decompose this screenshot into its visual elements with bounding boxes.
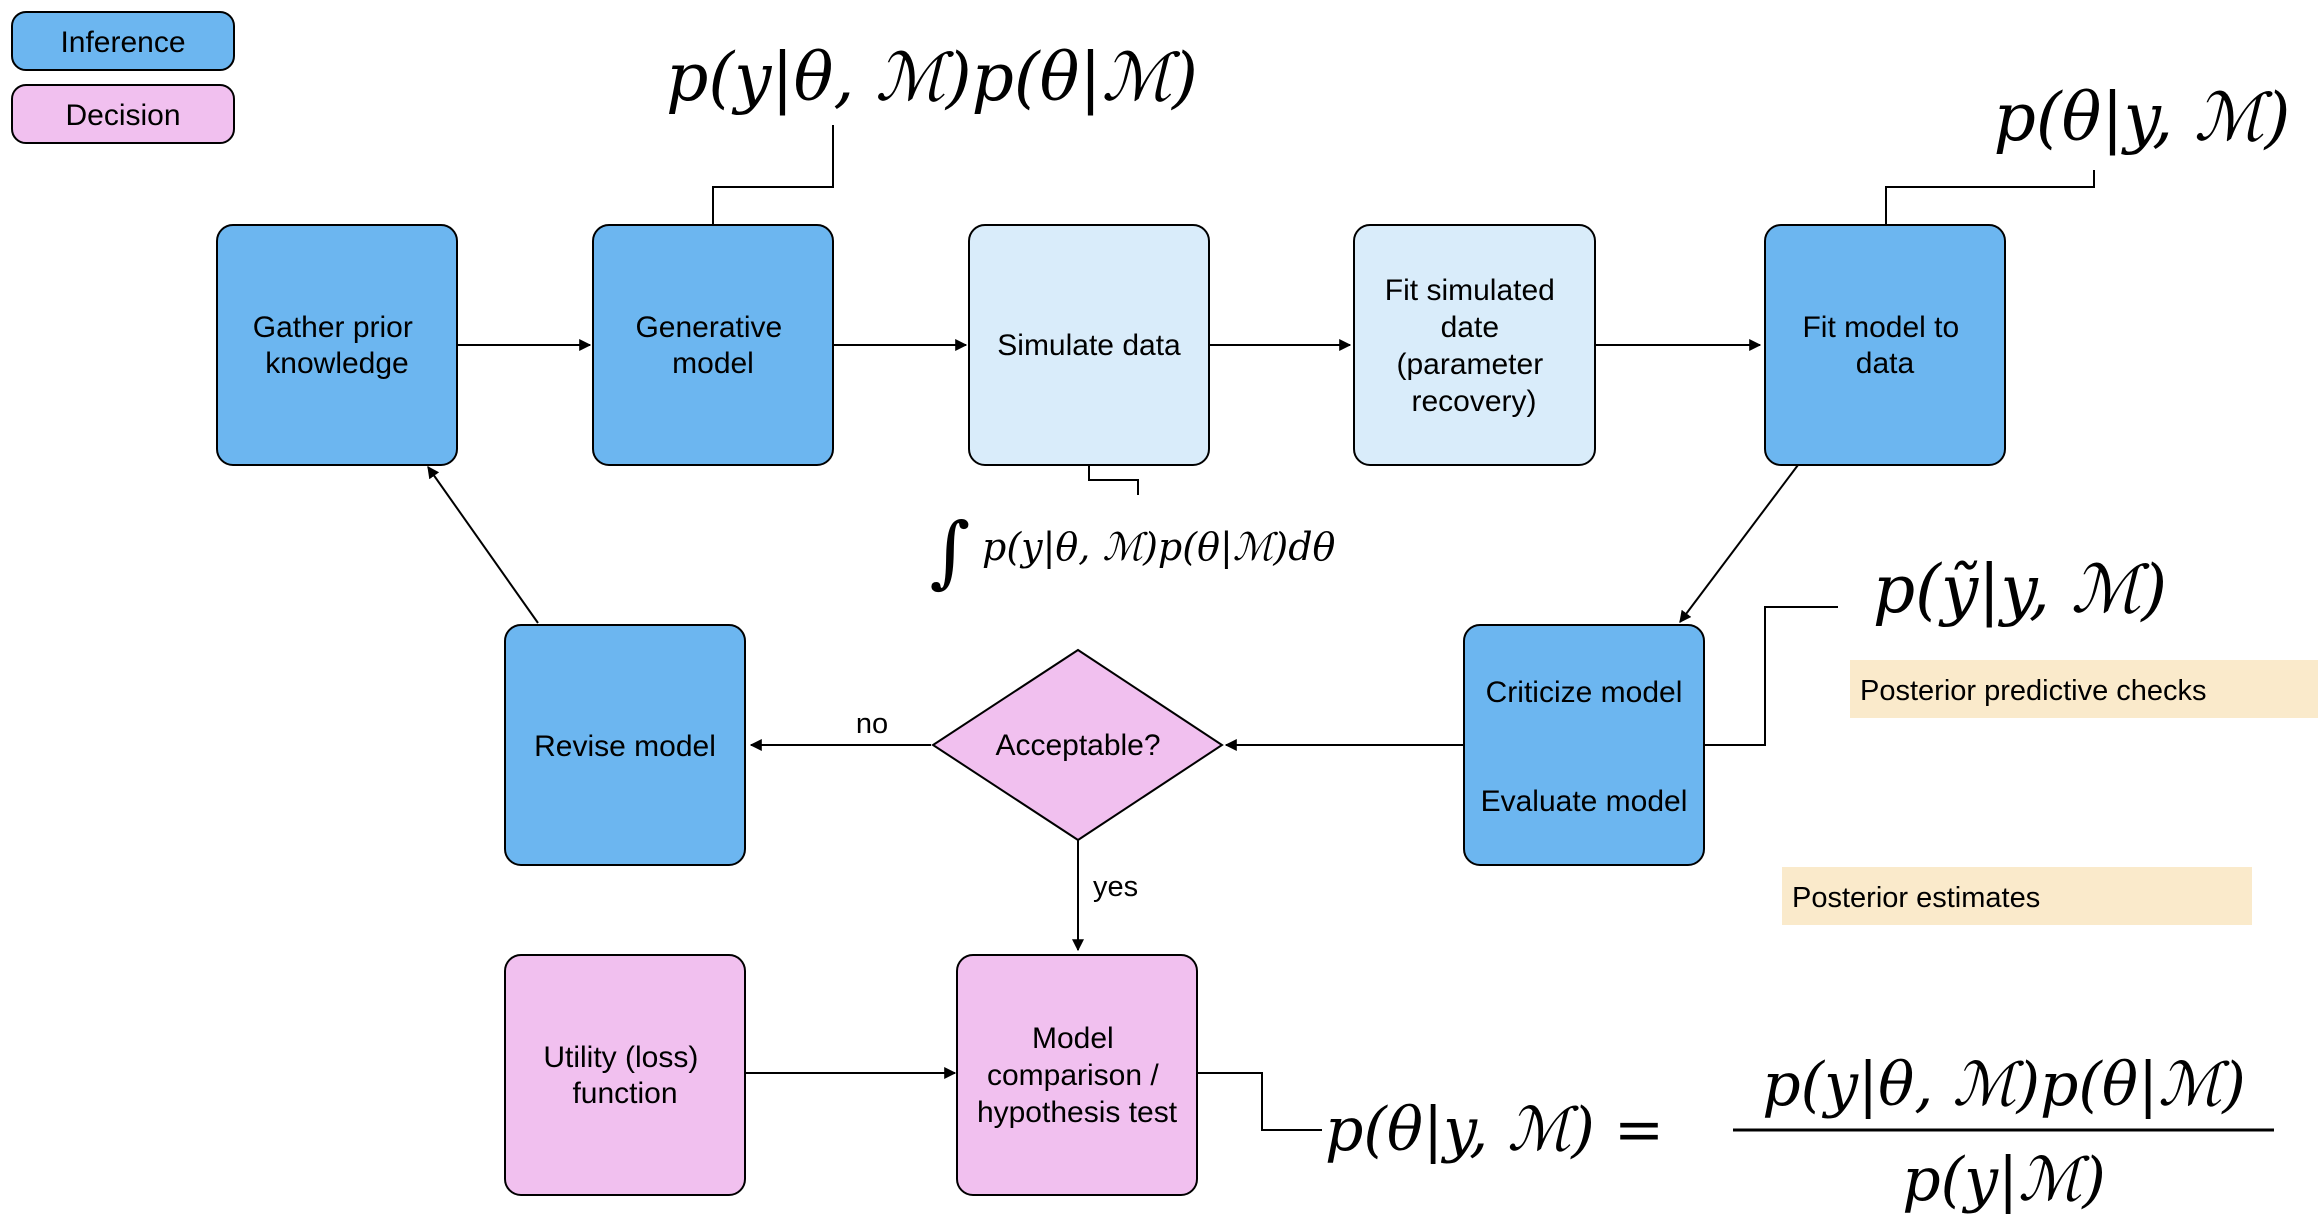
node-gather-prior-knowledge bbox=[216, 224, 458, 466]
edge-label-yes: yes bbox=[1093, 871, 1138, 903]
node-gather-label: Gather prior knowledge bbox=[253, 311, 421, 380]
note-posterior-predictive-bg bbox=[1850, 660, 2318, 718]
arrow-revise-to-gather bbox=[427, 466, 539, 624]
bayes-formula-leader bbox=[1197, 1072, 1322, 1131]
node-acceptable-decision bbox=[931, 648, 1224, 842]
predictive-formula-leader bbox=[1703, 606, 1838, 746]
formula-predictive: p(ỹ|y, ℳ) bbox=[1873, 551, 2167, 628]
formula-bayes-denominator: p(y|ℳ) bbox=[1902, 1145, 2106, 1215]
legend-inference-label: Inference bbox=[60, 26, 185, 59]
node-utility-function bbox=[504, 954, 746, 1196]
arrow-fitmodel-to-criticize bbox=[1679, 464, 1799, 623]
node-criticize-evaluate bbox=[1463, 624, 1705, 866]
node-acceptable-label: Acceptable? bbox=[995, 729, 1160, 762]
formula-joint: p(y|θ, ℳ)p(θ|ℳ) bbox=[666, 39, 1198, 116]
formula-integral: p(y|θ, ℳ)p(θ|ℳ)dθ bbox=[982, 525, 1336, 569]
posterior-formula-leader bbox=[1885, 170, 2095, 225]
legend-decision-label: Decision bbox=[65, 99, 180, 132]
node-generative-label: Generative model bbox=[635, 311, 790, 380]
note-posterior-estimates: Posterior estimates bbox=[1792, 882, 2040, 914]
node-fit-simulated-label: Fit simulated date (parameter recovery) bbox=[1385, 274, 1563, 418]
integral-formula-leader bbox=[1088, 465, 1139, 495]
note-posterior-estimates-bg bbox=[1782, 867, 2252, 925]
edge-label-no: no bbox=[856, 708, 888, 740]
formula-integral-sign: ∫ bbox=[930, 507, 971, 597]
node-fit-simulated bbox=[1353, 224, 1596, 466]
node-fit-model bbox=[1764, 224, 2006, 466]
legend-inference-swatch bbox=[11, 11, 235, 71]
formula-posterior-top: p(θ|y, ℳ) bbox=[1994, 79, 2291, 156]
note-posterior-predictive: Posterior predictive checks bbox=[1860, 675, 2207, 707]
node-utility-label: Utility (loss) function bbox=[543, 1041, 706, 1110]
legend-decision-swatch bbox=[11, 84, 235, 144]
node-evaluate-label: Evaluate model bbox=[1481, 785, 1688, 818]
joint-formula-leader bbox=[712, 125, 834, 225]
formula-bayes-lhs: p(θ|y, ℳ) = bbox=[1325, 1095, 1664, 1165]
node-fit-model-label: Fit model to data bbox=[1802, 311, 1967, 380]
node-criticize-label: Criticize model bbox=[1486, 676, 1683, 709]
node-simulate-data bbox=[968, 224, 1210, 466]
formula-bayes-numerator: p(y|θ, ℳ)p(θ|ℳ) bbox=[1762, 1050, 2246, 1120]
node-model-comparison bbox=[956, 954, 1198, 1196]
node-simulate-label: Simulate data bbox=[997, 329, 1181, 362]
node-revise-model bbox=[504, 624, 746, 866]
node-generative-model bbox=[592, 224, 834, 466]
node-comparison-label: Model comparison / hypothesis test bbox=[977, 1022, 1178, 1129]
node-revise-label: Revise model bbox=[534, 730, 716, 763]
